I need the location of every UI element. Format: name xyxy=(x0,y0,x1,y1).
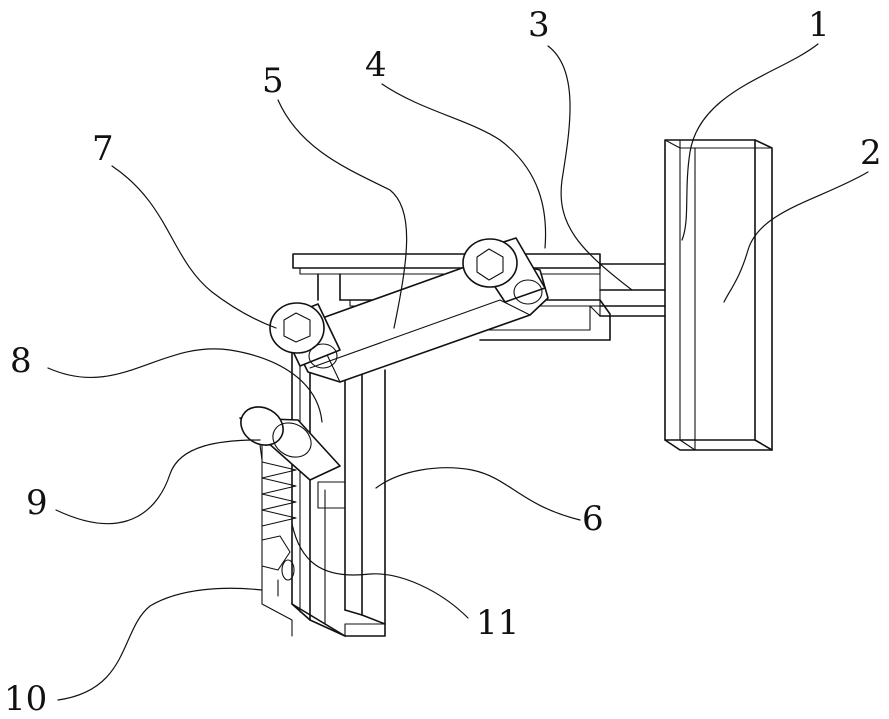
leader-lines xyxy=(48,44,868,700)
leader-5 xyxy=(278,100,407,328)
label-9: 9 xyxy=(26,483,48,523)
leader-1 xyxy=(682,44,818,240)
label-2: 2 xyxy=(860,133,882,173)
label-3: 3 xyxy=(528,5,550,45)
vertical-rail xyxy=(262,340,385,636)
leader-7 xyxy=(112,166,276,328)
leader-8 xyxy=(48,349,322,422)
label-5: 5 xyxy=(262,61,284,101)
reference-numerals: 1 2 3 4 5 6 7 8 9 10 11 xyxy=(4,5,882,719)
label-8: 8 xyxy=(10,341,32,381)
leader-11 xyxy=(292,524,468,618)
label-7: 7 xyxy=(92,129,114,169)
label-1: 1 xyxy=(808,5,830,45)
label-10: 10 xyxy=(4,679,47,719)
label-11: 11 xyxy=(476,603,519,643)
leader-9 xyxy=(56,440,260,524)
leader-4 xyxy=(382,84,546,248)
label-4: 4 xyxy=(365,45,387,85)
leader-6 xyxy=(376,468,580,520)
spring xyxy=(262,462,296,580)
mount-block xyxy=(665,140,772,450)
label-6: 6 xyxy=(582,499,604,539)
leader-10 xyxy=(58,588,262,700)
leader-2 xyxy=(724,172,868,302)
